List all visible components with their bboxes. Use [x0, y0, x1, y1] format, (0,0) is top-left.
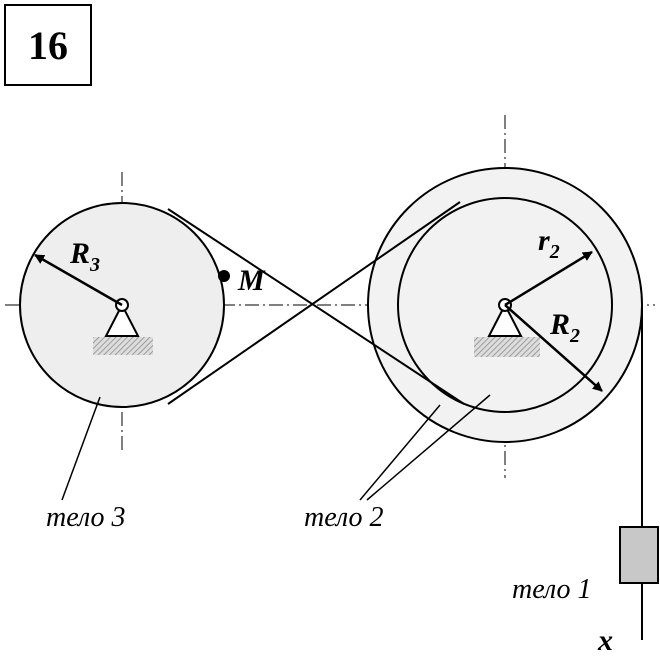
r2-label: r2 — [538, 224, 560, 263]
body2-label: тело 2 — [304, 502, 384, 533]
R2-label: R2 — [549, 308, 580, 347]
leader-lines — [61, 394, 491, 501]
body3-label: тело 3 — [46, 502, 126, 533]
point-m-marker — [218, 270, 230, 282]
body3-leader — [61, 396, 101, 501]
belt-segment-lower — [167, 201, 461, 405]
axis-x-label: x — [597, 624, 613, 657]
body2-support-triangle — [487, 302, 523, 337]
body2-leader-outer — [359, 404, 441, 501]
body2-leader-inner — [366, 394, 491, 501]
body3-support-triangle — [104, 302, 140, 337]
body2-inner-disk — [397, 197, 613, 413]
body3-support — [93, 298, 153, 355]
body2-support-base — [474, 337, 540, 357]
R3-radius-arrow — [34, 253, 123, 307]
body3-support-base — [93, 337, 153, 355]
R3-label: R3 — [69, 237, 100, 276]
r2-radius-arrow — [504, 250, 593, 307]
body1-block — [619, 526, 659, 584]
problem-number-box: 16 — [4, 4, 92, 86]
problem-number: 16 — [28, 22, 68, 68]
belt-segment-upper — [167, 208, 465, 405]
R2-radius-arrow — [504, 304, 603, 392]
crossed-belt — [167, 201, 465, 405]
body1-label: тело 1 — [512, 574, 592, 605]
point-m-label: M — [237, 264, 266, 297]
